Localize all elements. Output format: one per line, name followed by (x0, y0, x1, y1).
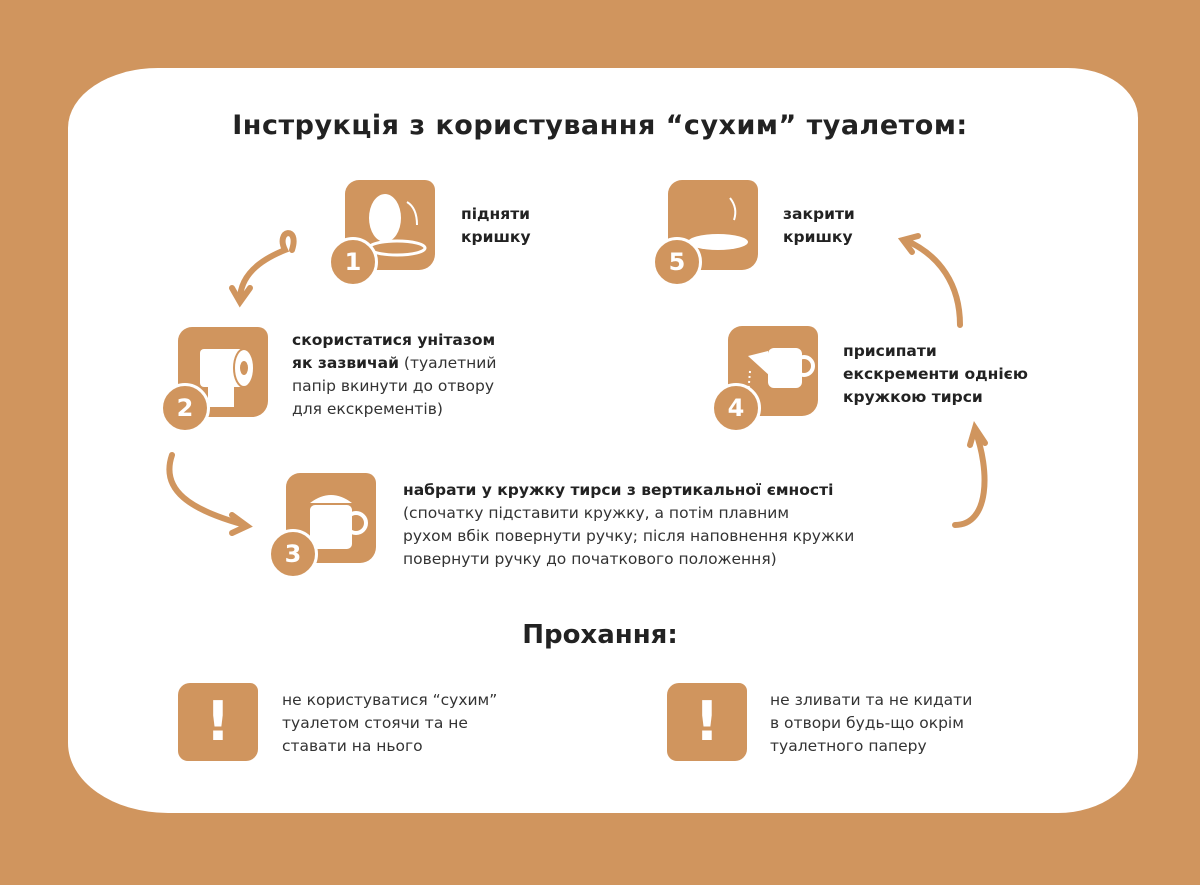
step-1-number: 1 (328, 237, 378, 287)
mug-sawdust-icon (310, 495, 368, 549)
arrow-4-to-5 (902, 237, 963, 328)
toilet-lid-close-icon (688, 197, 748, 250)
step-3-text: набрати у кружку тирси з вертикальної єм… (403, 481, 855, 568)
arrow-head-1-2 (229, 285, 253, 308)
arrow-head-2-3 (229, 512, 253, 536)
arrow-head-4-5 (897, 233, 921, 255)
arrow-head-3-4 (967, 420, 988, 448)
request-1-text: не користуватися “сухим”туалетом стоячи … (282, 691, 498, 755)
toilet-paper-icon (200, 348, 255, 407)
step-3-number: 3 (268, 529, 318, 579)
arrow-1-to-2 (237, 230, 297, 303)
step-4-icon-tile (728, 326, 818, 416)
requests-title: Прохання: (522, 620, 678, 650)
page-title: Інструкція з користування “сухим” туалет… (232, 110, 968, 141)
step-2-number: 2 (160, 383, 210, 433)
step-4-number: 4 (711, 383, 761, 433)
exclamation-icon: ! (667, 683, 747, 761)
arrow-2-to-3 (166, 452, 248, 528)
step-5-number: 5 (652, 237, 702, 287)
arrow-3-to-4 (952, 427, 988, 528)
exclamation-icon: ! (178, 683, 258, 761)
